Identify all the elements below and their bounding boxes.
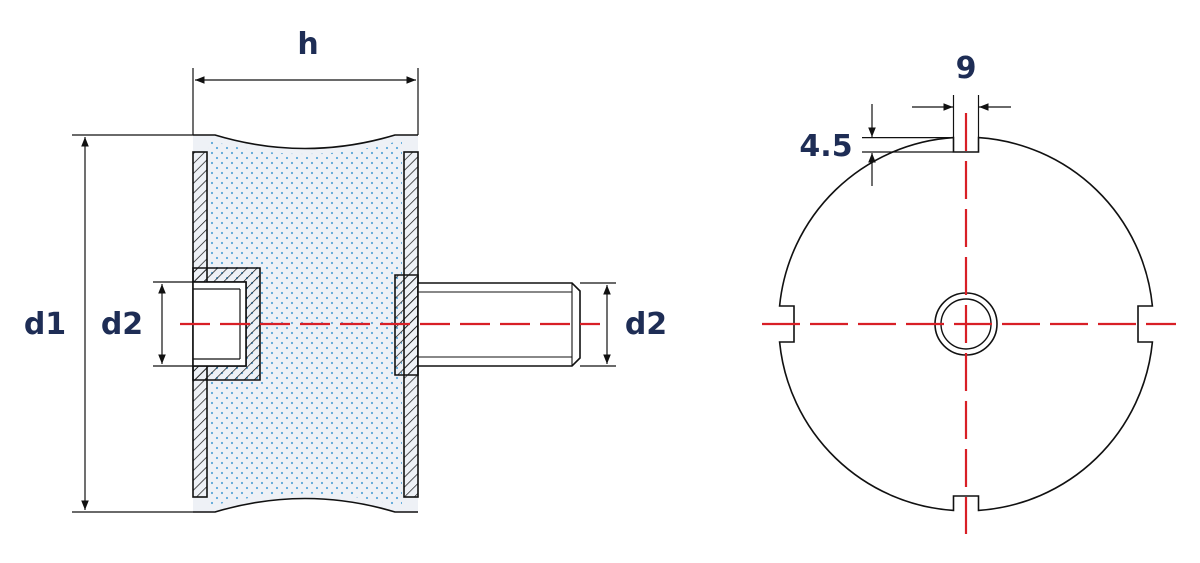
label-d2-right: d2 xyxy=(625,307,667,342)
label-h: h xyxy=(297,27,318,62)
label-slot-width: 9 xyxy=(956,51,977,86)
label-d1: d1 xyxy=(24,307,66,342)
front-view: 9 4.5 xyxy=(762,51,1176,534)
side-view: h d1 d2 d2 xyxy=(24,27,667,513)
rubber-outline xyxy=(193,134,418,513)
label-slot-depth: 4.5 xyxy=(799,129,852,164)
label-d2-left: d2 xyxy=(101,307,143,342)
